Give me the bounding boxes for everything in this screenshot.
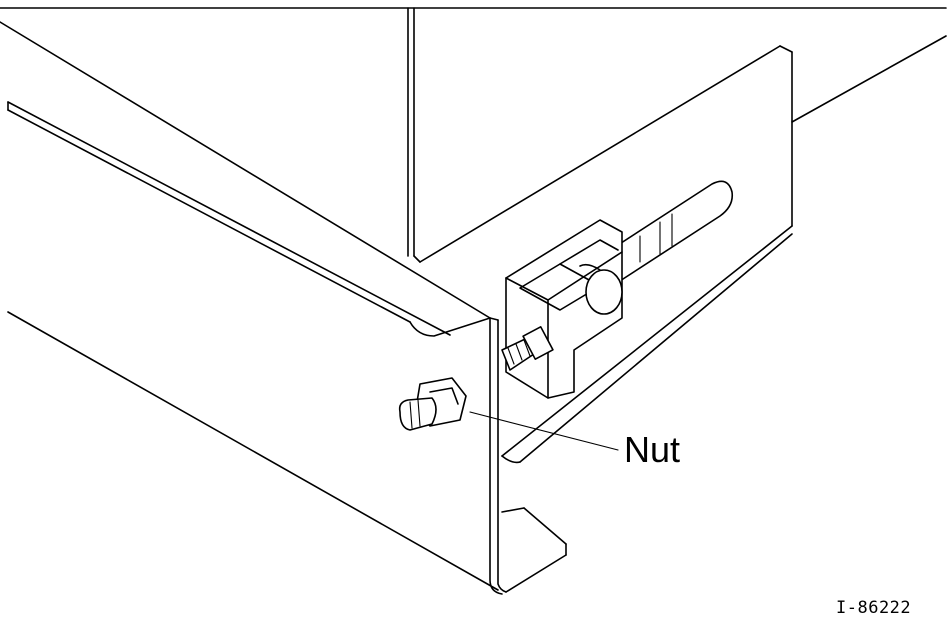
end-plate (489, 317, 567, 595)
back-panel (407, 7, 947, 263)
nut-callout-label: Nut (624, 429, 681, 470)
figure-id: I-86222 (836, 598, 912, 618)
long-rail (0, 21, 499, 591)
nut-leader-line (469, 411, 619, 451)
threaded-stud (501, 326, 554, 371)
slotted-side-plate (419, 45, 793, 464)
nut (398, 377, 467, 431)
clamp-bracket (505, 219, 623, 399)
